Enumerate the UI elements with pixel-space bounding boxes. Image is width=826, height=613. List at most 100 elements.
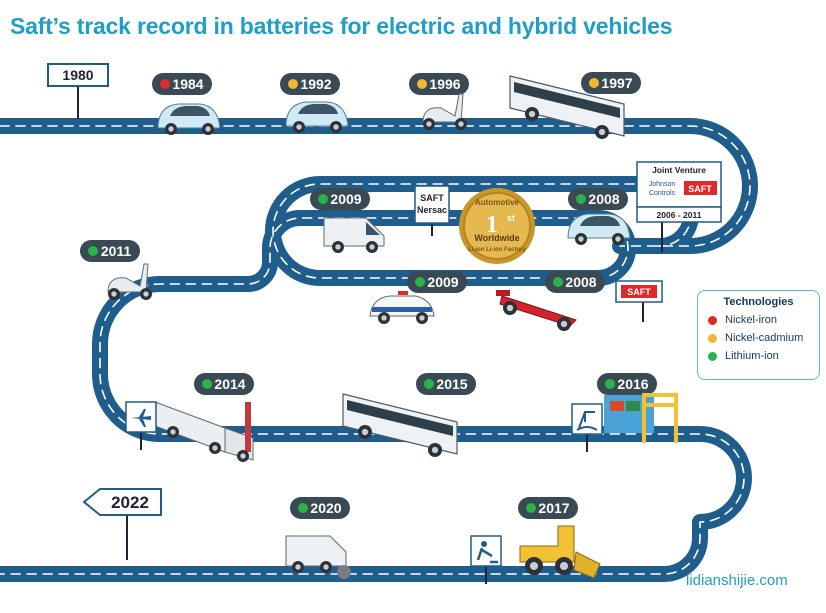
milestone-badge: 2008 xyxy=(568,188,628,210)
airport-truck-icon xyxy=(154,401,254,462)
sweeper-body xyxy=(285,535,347,567)
tech-dot xyxy=(424,379,434,389)
milestone-year: 2014 xyxy=(214,376,245,392)
badge-pill xyxy=(545,271,605,293)
city-car-icon xyxy=(567,213,631,245)
tech-dot xyxy=(415,277,425,287)
hubcap xyxy=(458,121,464,127)
legend-item-lithium-ion: Lithium-ion xyxy=(708,350,819,362)
bus-windows xyxy=(514,82,620,118)
technology-legend: Technologies Nickel-iron Nickel-cadmium … xyxy=(697,290,820,380)
hubcap xyxy=(333,124,339,130)
watermark: lidianshijie.com xyxy=(686,572,788,589)
jv-years: 2006 - 2011 xyxy=(657,210,702,220)
legend-label: Lithium-ion xyxy=(725,350,779,362)
end-sign: 2022 xyxy=(82,488,162,560)
siren xyxy=(398,291,408,295)
hubcap xyxy=(111,291,117,297)
end-year: 2022 xyxy=(111,493,149,512)
legend-dot-nickel-iron xyxy=(708,315,717,325)
car-window xyxy=(170,106,210,116)
water xyxy=(604,395,654,433)
badge-pill xyxy=(568,188,628,210)
vehicles xyxy=(107,75,678,579)
brush xyxy=(337,565,351,579)
milestone-badge: 1997 xyxy=(581,72,641,94)
hubcap xyxy=(240,453,246,459)
worldwide-medal: Automotive 1 st Worldwide Li-ion Li-ion … xyxy=(459,188,535,264)
badge-pill xyxy=(416,373,476,395)
tech-dot xyxy=(202,379,212,389)
milestone-badge: 1996 xyxy=(409,73,469,95)
port-sign-icon xyxy=(571,403,603,452)
forklift-mast xyxy=(245,402,251,452)
badge-pill xyxy=(407,271,467,293)
hubcap xyxy=(369,244,375,250)
tech-dot xyxy=(526,503,536,513)
joint-venture-sign: Joint Venture Johnson Controls SAFT 2006… xyxy=(636,161,722,252)
tech-dot xyxy=(576,194,586,204)
milestone-year: 2016 xyxy=(617,376,648,392)
milestone-year: 2008 xyxy=(565,274,596,290)
saft-logo-text: SAFT xyxy=(627,287,651,297)
page-title: Saft’s track record in batteries for ele… xyxy=(10,13,673,39)
road-signs xyxy=(125,401,603,584)
hubcap xyxy=(381,315,387,321)
hubcap xyxy=(426,121,432,127)
police-stripe xyxy=(372,307,432,312)
hubcap xyxy=(143,291,149,297)
milestone-badge: 2016 xyxy=(597,373,657,395)
milestone-badge: 2009 xyxy=(407,271,467,293)
medal-top: Automotive xyxy=(475,198,520,207)
milestone-badge: 2011 xyxy=(80,240,140,262)
loader-bucket xyxy=(573,551,601,579)
scooter-icon xyxy=(107,263,152,300)
city-car-icon xyxy=(285,101,349,133)
hubcap xyxy=(296,124,302,130)
hubcap xyxy=(506,304,514,312)
bus-windows xyxy=(347,400,453,436)
legend-title: Technologies xyxy=(723,296,794,308)
hubcap xyxy=(419,315,425,321)
milestone-badge: 1992 xyxy=(280,73,340,95)
bus-icon xyxy=(342,393,458,457)
badge-pill xyxy=(194,373,254,395)
milestone-badge: 2017 xyxy=(518,497,578,519)
milestone-year: 2017 xyxy=(538,500,569,516)
milestone-year: 1996 xyxy=(429,76,460,92)
start-sign: 1980 xyxy=(47,63,109,119)
construction-sign-icon xyxy=(470,535,502,584)
van-icon xyxy=(323,217,385,253)
milestone-year: 2009 xyxy=(330,191,361,207)
tech-dot xyxy=(417,79,427,89)
legend-label: Nickel-iron xyxy=(725,314,777,326)
medal-bottom: Li-ion Li-ion Factory xyxy=(468,247,526,253)
badge-pill xyxy=(152,73,212,95)
police-car-icon xyxy=(369,291,435,324)
container xyxy=(626,401,640,411)
tech-dot xyxy=(298,503,308,513)
race-car-icon xyxy=(496,290,577,331)
tech-dot xyxy=(288,79,298,89)
jv-brand: SAFT xyxy=(688,184,712,194)
legend-dot-nickel-cadmium xyxy=(708,333,717,343)
road xyxy=(0,118,758,582)
saft-nersac-sign: SAFT Nersac xyxy=(414,185,450,236)
legend-item-nickel-cadmium: Nickel-cadmium xyxy=(708,332,819,344)
milestone-year: 2008 xyxy=(588,191,619,207)
saft-logo-sign: SAFT xyxy=(615,280,663,322)
hubcap xyxy=(205,126,211,132)
rear-wing xyxy=(496,290,510,296)
milestone-badge: 2020 xyxy=(290,497,350,519)
airplane-sign-icon xyxy=(125,401,157,450)
port-crane-icon xyxy=(604,393,678,443)
milestone-year: 1997 xyxy=(601,75,632,91)
milestone-badge: 2015 xyxy=(416,373,476,395)
jv-title: Joint Venture xyxy=(652,165,706,175)
hubcap xyxy=(335,244,341,250)
hubcap xyxy=(295,564,301,570)
hubcap xyxy=(168,126,174,132)
scooter-icon xyxy=(422,93,467,130)
